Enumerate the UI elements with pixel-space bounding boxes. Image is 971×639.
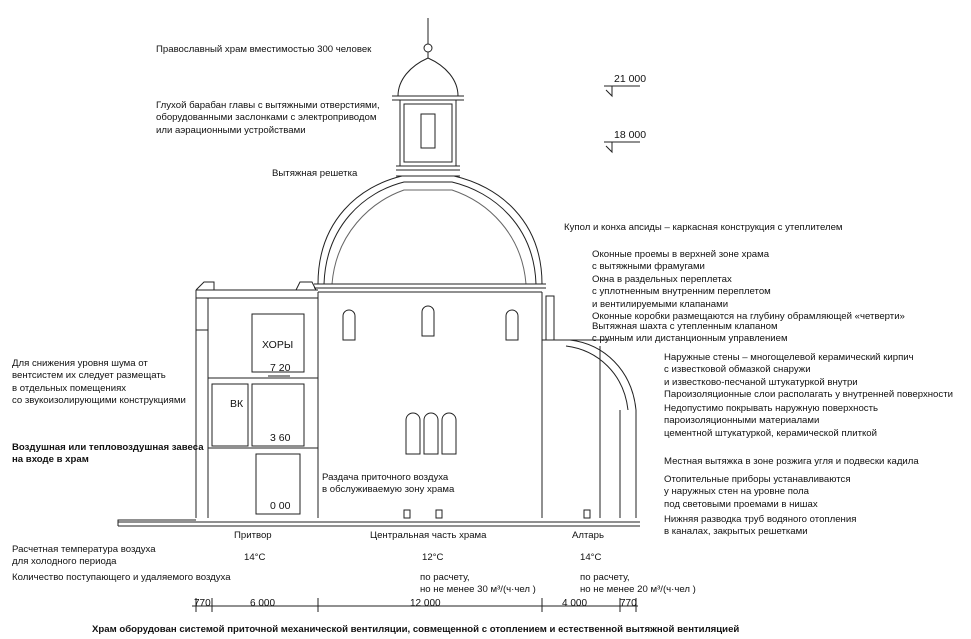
altar-air: по расчету, но не менее 20 м³/(ч·чел ) bbox=[580, 572, 696, 597]
nave-air-line-1: по расчету, bbox=[420, 572, 470, 583]
windows-note-line-5: и вентилируемыми клапанами bbox=[592, 298, 729, 310]
heaters-note-line-1: Отопительные приборы устанавливаются bbox=[664, 474, 851, 485]
zone-narthex: Притвор bbox=[234, 530, 272, 541]
heaters-note-line-2: у наружных стен на уровне пола bbox=[664, 486, 809, 498]
drum-note-line-2: оборудованными заслонками с электроприво… bbox=[156, 112, 377, 124]
noise-note: Для снижения уровня шума от вентсистем и… bbox=[12, 358, 186, 408]
supply-note-line-2: в обслуживаемую зону храма bbox=[322, 484, 455, 496]
main-dome bbox=[317, 175, 543, 285]
nave-air: по расчету, но не менее 30 м³/(ч·чел ) bbox=[420, 572, 536, 597]
drum-note-line-1: Глухой барабан главы с вытяжными отверст… bbox=[156, 100, 380, 111]
nave-air-line-2: но не менее 30 м³/(ч·чел ) bbox=[420, 584, 536, 596]
pipes-note-line-1: Нижняя разводка труб водяного отопления bbox=[664, 514, 857, 525]
shaft-note-line-1: Вытяжная шахта с утепленным клапаном bbox=[592, 321, 778, 332]
air-label: Количество поступающего и удаляемого воз… bbox=[12, 572, 231, 583]
heaters-note: Отопительные приборы устанавливаются у н… bbox=[664, 474, 851, 511]
walls-note-line-2: с известковой обмазкой снаружи bbox=[664, 364, 811, 376]
level-markers bbox=[604, 85, 640, 154]
local-exhaust-note: Местная вытяжка в зоне розжига угля и по… bbox=[664, 456, 919, 467]
upper-windows bbox=[342, 305, 519, 341]
windows-note-line-2: с вытяжными фрамугами bbox=[592, 261, 705, 273]
dimension-line bbox=[192, 598, 638, 612]
zone-altar: Алтарь bbox=[572, 530, 604, 541]
drum-note-line-3: или аэрационными устройствами bbox=[156, 124, 306, 136]
temp-label-line-2: для холодного периода bbox=[12, 556, 117, 568]
temp-label-line-1: Расчетная температура воздуха bbox=[12, 544, 156, 555]
lower-windows bbox=[405, 412, 457, 455]
curtain-note: Воздушная или тепловоздушная завеса на в… bbox=[12, 442, 204, 467]
grille-note: Вытяжная решетка bbox=[272, 168, 358, 179]
dim-770-right: 770 bbox=[620, 598, 637, 609]
altar-air-line-1: по расчету, bbox=[580, 572, 630, 583]
forbidden-note-line-3: цементной штукатуркой, керамической плит… bbox=[664, 427, 877, 439]
curtain-note-line-1: Воздушная или тепловоздушная завеса bbox=[12, 442, 204, 453]
narthex-block bbox=[195, 281, 318, 518]
footer: Храм оборудован системой приточной механ… bbox=[92, 624, 740, 635]
windows-note-line-3: Окна в раздельных переплетах bbox=[592, 273, 732, 285]
spire bbox=[423, 18, 433, 58]
altar-temp: 14°С bbox=[580, 552, 602, 563]
pipes-note: Нижняя разводка труб водяного отопления … bbox=[664, 514, 856, 539]
supply-note: Раздача приточного воздуха в обслуживаем… bbox=[322, 472, 454, 497]
windows-note-line-4: с уплотненным внутренним переплетом bbox=[592, 286, 771, 298]
heaters-note-line-3: под световыми проемами в нишах bbox=[664, 498, 818, 510]
dim-4000: 4 000 bbox=[562, 598, 588, 609]
windows-note-line-1: Оконные проемы в верхней зоне храма bbox=[592, 249, 770, 260]
windows-note: Оконные проемы в верхней зоне храма с вы… bbox=[592, 249, 905, 323]
noise-note-line-3: в отдельных помещениях bbox=[12, 382, 127, 394]
dim-12000: 12 000 bbox=[410, 598, 441, 609]
forbidden-note: Недопустимо покрывать наружную поверхнос… bbox=[664, 403, 878, 440]
floor-line bbox=[117, 509, 640, 527]
choir-label: ХОРЫ bbox=[262, 339, 294, 351]
noise-note-line-4: со звукоизолирующими конструкциями bbox=[12, 395, 186, 407]
pipes-note-line-2: в каналах, закрытых решетками bbox=[664, 526, 808, 538]
level-floor: 0 00 bbox=[270, 500, 291, 512]
level-choir: 7 20 bbox=[270, 362, 291, 374]
walls-note: Наружные стены – многощелевой керамическ… bbox=[664, 352, 953, 402]
walls-note-line-3: и известково-песчаной штукатуркой внутри bbox=[664, 376, 858, 388]
level-top: 21 000 bbox=[614, 73, 647, 85]
dim-770-left: 770 bbox=[194, 598, 211, 609]
drum bbox=[396, 99, 460, 177]
level-vk: 3 60 bbox=[270, 432, 291, 444]
drum-note: Глухой барабан главы с вытяжными отверст… bbox=[156, 100, 380, 137]
cupola bbox=[397, 57, 459, 97]
noise-note-line-1: Для снижения уровня шума от bbox=[12, 358, 148, 369]
windows-note-line-6: Оконные коробки размещаются на глубину о… bbox=[592, 311, 905, 323]
walls-note-line-1: Наружные стены – многощелевой керамическ… bbox=[664, 352, 914, 363]
altar-air-line-2: но не менее 20 м³/(ч·чел ) bbox=[580, 584, 696, 596]
vk-label: ВК bbox=[230, 398, 244, 410]
dim-6000: 6 000 bbox=[250, 598, 276, 609]
nave-temp: 12°С bbox=[422, 552, 444, 563]
curtain-note-line-2: на входе в храм bbox=[12, 454, 89, 466]
dome-note: Купол и конха апсиды – каркасная констру… bbox=[564, 222, 843, 233]
zone-nave: Центральная часть храма bbox=[370, 530, 487, 541]
forbidden-note-line-2: пароизоляционными материалами bbox=[664, 415, 820, 427]
supply-note-line-1: Раздача приточного воздуха bbox=[322, 472, 449, 483]
walls-note-line-4: Пароизоляционные слои располагать у внут… bbox=[664, 389, 953, 401]
narthex-temp: 14°С bbox=[244, 552, 266, 563]
noise-note-line-2: вентсистем их следует размещать bbox=[12, 370, 166, 382]
temp-label: Расчетная температура воздуха для холодн… bbox=[12, 544, 156, 569]
shaft-note: Вытяжная шахта с утепленным клапаном с р… bbox=[592, 321, 788, 346]
title: Православный храм вместимостью 300 челов… bbox=[156, 44, 372, 55]
shaft-note-line-2: с ручным или дистанционным управлением bbox=[592, 333, 788, 345]
level-drum-base: 18 000 bbox=[614, 129, 647, 141]
forbidden-note-line-1: Недопустимо покрывать наружную поверхнос… bbox=[664, 403, 878, 414]
apse bbox=[542, 295, 637, 518]
